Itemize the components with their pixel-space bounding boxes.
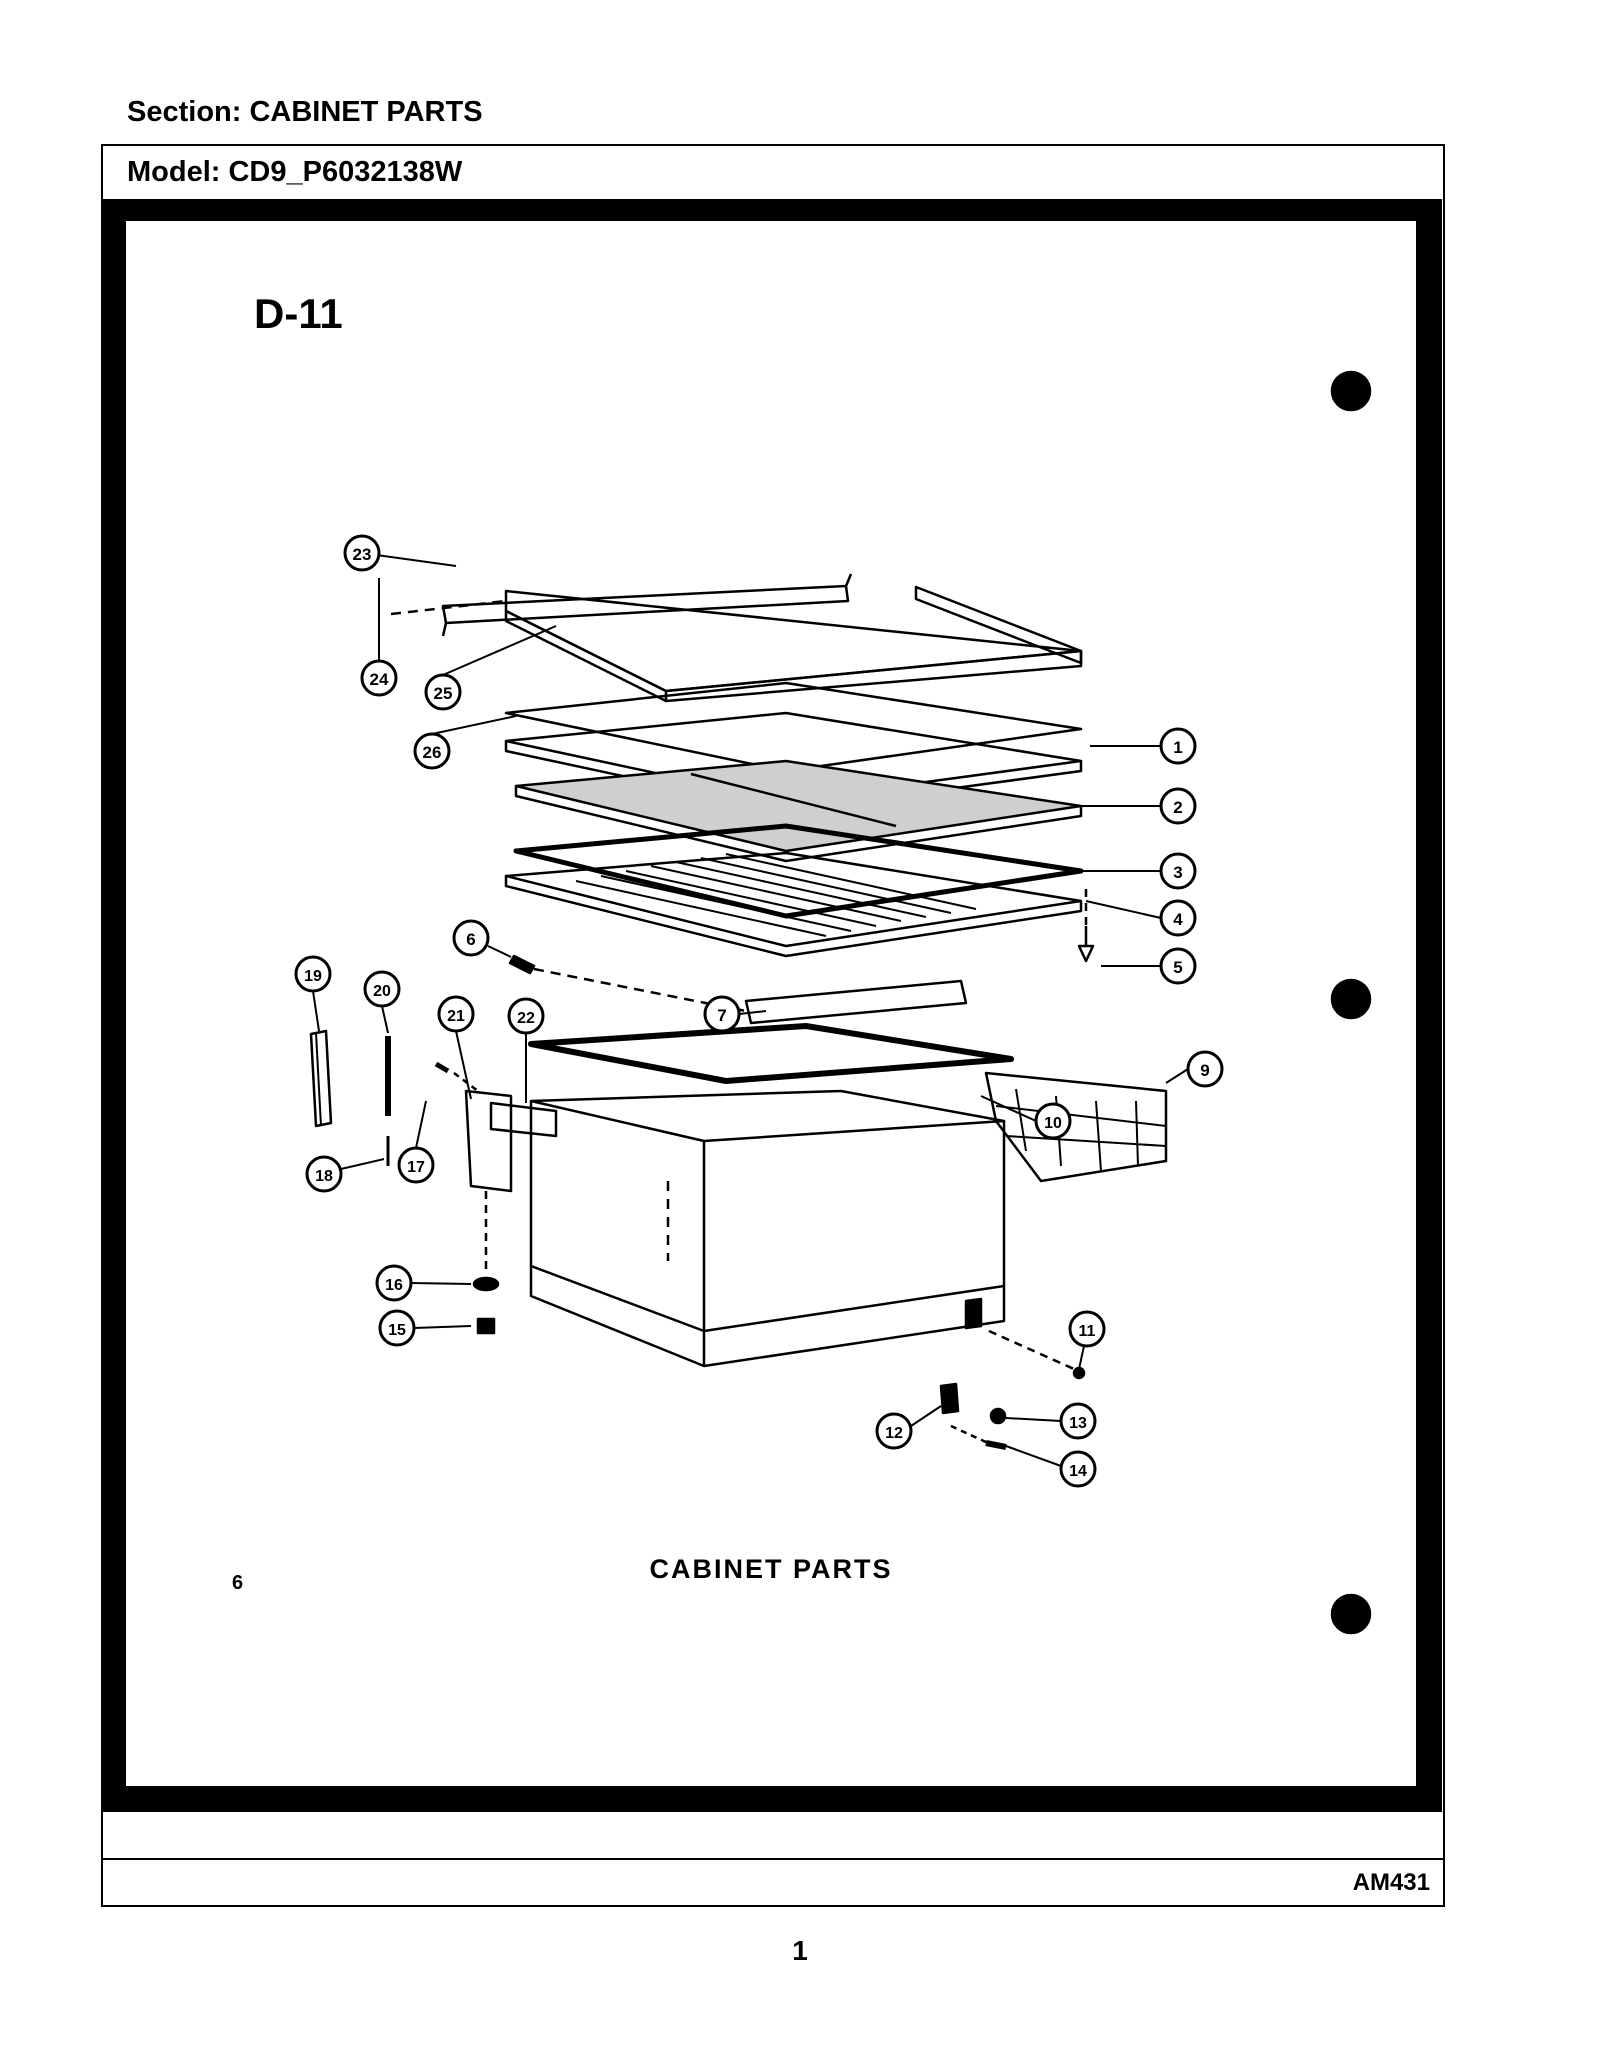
callout-label: 17 xyxy=(407,1159,425,1176)
bracket-part xyxy=(939,1382,960,1415)
screw-part xyxy=(508,954,536,975)
callout-label: 2 xyxy=(1173,798,1182,817)
callout-20: 20 xyxy=(363,970,401,1008)
callout-22: 22 xyxy=(507,997,545,1035)
callout-1: 1 xyxy=(1159,727,1197,765)
callout-5: 5 xyxy=(1159,947,1197,985)
callout-label: 26 xyxy=(423,743,442,762)
exploded-view-drawing: D-11 CABINET PARTS 6 23 24 25 26 1 2 3 4… xyxy=(232,290,1372,1635)
callout-label: 14 xyxy=(1069,1463,1087,1480)
callout-9: 9 xyxy=(1186,1050,1224,1088)
page-number: 1 xyxy=(792,1935,808,1966)
screw-part xyxy=(985,1440,1007,1450)
callout-23: 23 xyxy=(343,534,381,572)
callout-label: 13 xyxy=(1069,1415,1087,1432)
callout-10: 10 xyxy=(1034,1102,1072,1140)
callout-label: 10 xyxy=(1044,1115,1062,1132)
callout-13: 13 xyxy=(1059,1402,1097,1440)
hinge-strip-part xyxy=(309,1029,333,1128)
callout-label: 18 xyxy=(315,1168,333,1185)
callout-label: 6 xyxy=(466,930,475,949)
binder-hole xyxy=(1330,1593,1372,1635)
callout-21: 21 xyxy=(437,995,475,1033)
page-mark: 6 xyxy=(232,1572,243,1594)
glass-pane-part xyxy=(504,681,1083,773)
callout-label: 20 xyxy=(373,983,391,1000)
side-rail-part xyxy=(914,585,1083,665)
callout-11: 11 xyxy=(1068,1310,1106,1348)
callout-label: 23 xyxy=(353,545,372,564)
washer-part xyxy=(472,1276,500,1292)
footer-divider xyxy=(103,1858,1443,1860)
callout-19: 19 xyxy=(294,955,332,993)
callout-label: 21 xyxy=(447,1008,465,1025)
callout-3: 3 xyxy=(1159,852,1197,890)
callout-label: 24 xyxy=(370,670,389,689)
callout-label: 15 xyxy=(388,1322,406,1339)
screw-part xyxy=(1077,926,1095,963)
callout-7: 7 xyxy=(703,995,741,1033)
binder-hole xyxy=(1330,978,1372,1020)
callout-label: 3 xyxy=(1173,863,1182,882)
callout-label: 16 xyxy=(385,1277,403,1294)
binder-hole xyxy=(1330,370,1372,412)
document-code: AM431 xyxy=(1352,1869,1430,1896)
callout-14: 14 xyxy=(1059,1450,1097,1488)
callout-label: 7 xyxy=(717,1006,726,1025)
hinge-rail-part xyxy=(441,584,850,625)
cabinet-gasket-part xyxy=(528,1023,1014,1084)
hinge-bracket-part xyxy=(464,1089,513,1193)
callout-label: 11 xyxy=(1079,1323,1096,1340)
callout-15: 15 xyxy=(378,1309,416,1347)
callout-label: 4 xyxy=(1173,910,1183,929)
callout-16: 16 xyxy=(375,1264,413,1302)
callout-18: 18 xyxy=(305,1155,343,1193)
model-title: Model: CD9_P6032138W xyxy=(127,156,463,188)
section-title: Section: CABINET PARTS xyxy=(127,96,483,128)
nut-part xyxy=(476,1317,496,1335)
lid-frame-part xyxy=(504,589,1083,693)
callout-label: 5 xyxy=(1173,958,1182,977)
diagram-code: D-11 xyxy=(254,290,343,337)
lid-ribs xyxy=(575,853,977,937)
callout-label: 25 xyxy=(434,684,453,703)
cabinet-body-part xyxy=(529,1089,1006,1143)
scanned-diagram: D-11 CABINET PARTS 6 23 24 25 26 1 2 3 4… xyxy=(103,199,1442,1812)
diagram-paper: D-11 CABINET PARTS 6 23 24 25 26 1 2 3 4… xyxy=(126,221,1416,1786)
handle-part xyxy=(744,979,968,1025)
basket-part xyxy=(984,1071,1168,1183)
bolt-part xyxy=(434,1061,450,1074)
callout-2: 2 xyxy=(1159,787,1197,825)
callout-label: 19 xyxy=(304,968,322,985)
callout-label: 9 xyxy=(1200,1061,1209,1080)
callout-label: 1 xyxy=(1173,738,1182,757)
callout-12: 12 xyxy=(875,1412,913,1450)
plug-part xyxy=(1072,1366,1086,1380)
callout-25: 25 xyxy=(424,673,462,711)
callout-6: 6 xyxy=(452,919,490,957)
hinge-plate-part xyxy=(489,1101,558,1138)
diagram-caption: CABINET PARTS xyxy=(649,1554,892,1584)
page-frame xyxy=(101,144,1445,1907)
callout-label: 22 xyxy=(517,1010,535,1027)
callout-17: 17 xyxy=(397,1146,435,1184)
nut-part xyxy=(989,1407,1007,1425)
callout-4: 4 xyxy=(1159,899,1197,937)
callout-24: 24 xyxy=(360,659,398,697)
callout-label: 12 xyxy=(885,1425,903,1442)
insulation-part xyxy=(514,759,1083,853)
callout-26: 26 xyxy=(413,732,451,770)
